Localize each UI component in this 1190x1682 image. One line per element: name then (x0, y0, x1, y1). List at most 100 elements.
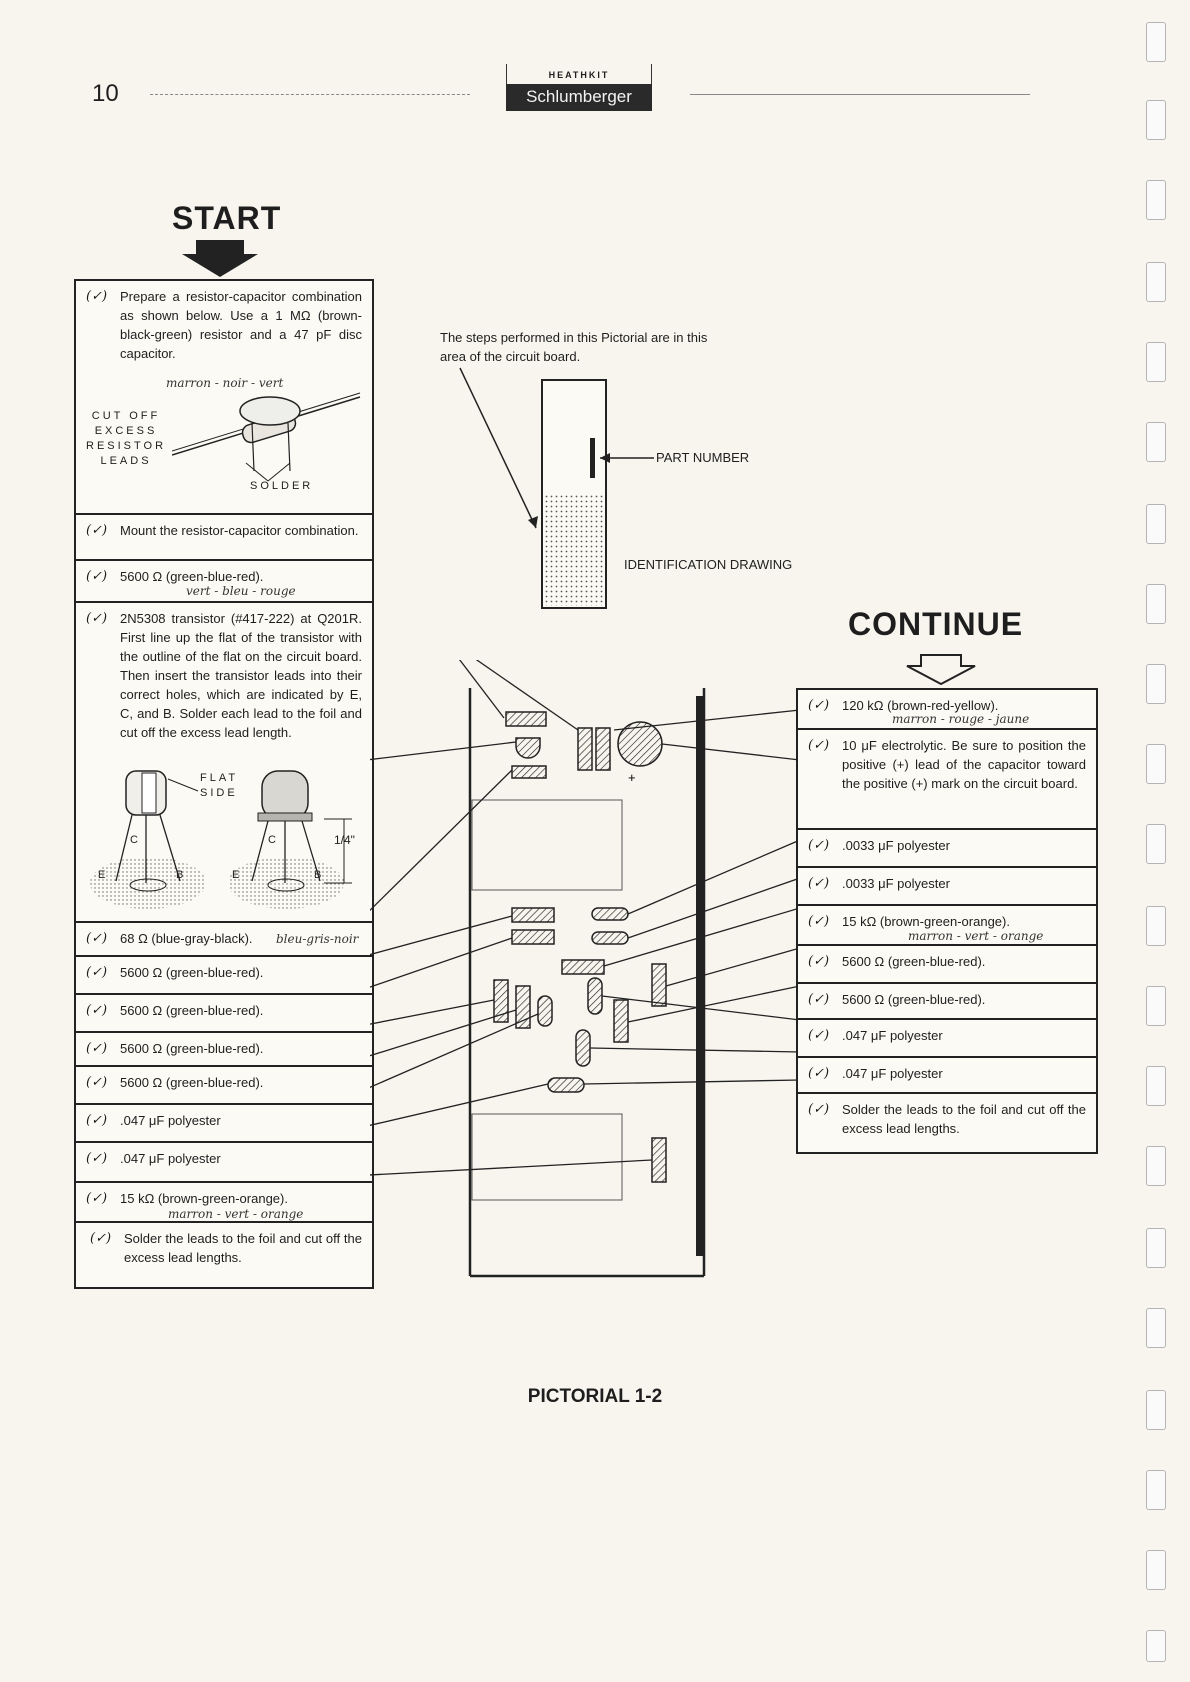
binder-hole (1146, 422, 1166, 462)
checkbox[interactable]: (✓) (86, 965, 108, 980)
solder-label: SOLDER (250, 480, 314, 492)
checkbox[interactable]: (✓) (86, 1075, 108, 1090)
step-text: 15 kΩ (brown-green-orange). (120, 1191, 288, 1206)
binder-hole (1146, 1066, 1166, 1106)
left-step-8: (✓) 5600 Ω (green-blue-red). (76, 1033, 372, 1067)
left-step-9: (✓) 5600 Ω (green-blue-red). (76, 1067, 372, 1105)
binder-hole (1146, 664, 1166, 704)
handwritten-note: vert - bleu - rouge (186, 584, 296, 598)
pin-label-c: C (130, 834, 138, 846)
checkbox[interactable]: (✓) (808, 876, 830, 891)
start-arrow-icon (182, 240, 258, 277)
step-text: .0033 μF polyester (842, 838, 950, 853)
step-text: Solder the leads to the foil and cut off… (842, 1102, 1086, 1136)
left-step-1: (✓) Prepare a resistor-capacitor combina… (76, 281, 372, 515)
right-step-10: (✓) Solder the leads to the foil and cut… (798, 1094, 1096, 1148)
right-step-7: (✓) 5600 Ω (green-blue-red). (798, 984, 1096, 1020)
step-text: .0033 μF polyester (842, 876, 950, 891)
checkbox[interactable]: (✓) (86, 289, 108, 304)
checkbox[interactable]: (✓) (808, 698, 830, 713)
flat-side-label: FLAT SIDE (200, 772, 239, 799)
checkbox[interactable]: (✓) (86, 523, 108, 538)
pin-label-c-2: C (268, 834, 276, 846)
step-text: 5600 Ω (green-blue-red). (120, 965, 264, 980)
resistor-capacitor-figure (172, 392, 361, 482)
binder-hole (1146, 262, 1166, 302)
identification-drawing (459, 367, 654, 609)
step-text: 5600 Ω (green-blue-red). (120, 1041, 264, 1056)
left-step-7: (✓) 5600 Ω (green-blue-red). (76, 995, 372, 1033)
binder-hole (1146, 1550, 1166, 1590)
step-text: 2N5308 transistor (#417-222) at Q201R. F… (120, 611, 362, 740)
binder-hole (1146, 342, 1166, 382)
binder-hole (1146, 1390, 1166, 1430)
right-step-8: (✓) .047 μF polyester (798, 1020, 1096, 1058)
left-steps-panel: (✓) Prepare a resistor-capacitor combina… (74, 279, 374, 1289)
header-rule-left (150, 94, 470, 95)
left-step-2: (✓) Mount the resistor-capacitor combina… (76, 515, 372, 561)
brand-large: Schlumberger (506, 84, 652, 111)
right-step-3: (✓) .0033 μF polyester (798, 830, 1096, 868)
checkbox[interactable]: (✓) (808, 1066, 830, 1081)
checkbox[interactable]: (✓) (90, 1231, 112, 1246)
left-step-10: (✓) .047 μF polyester (76, 1105, 372, 1143)
identification-label: IDENTIFICATION DRAWING (624, 557, 793, 572)
binder-hole (1146, 22, 1166, 62)
handwritten-note: marron - noir - vert (166, 376, 284, 390)
binder-hole (1146, 100, 1166, 140)
binder-hole (1146, 906, 1166, 946)
left-step-12: (✓) 15 kΩ (brown-green-orange). marron -… (76, 1183, 372, 1223)
binder-hole (1146, 504, 1166, 544)
binder-hole (1146, 1308, 1166, 1348)
checkbox[interactable]: (✓) (86, 611, 108, 626)
right-step-4: (✓) .0033 μF polyester (798, 868, 1096, 906)
step-text: .047 μF polyester (842, 1066, 943, 1081)
left-step-5: (✓) 68 Ω (blue-gray-black). bleu-gris-no… (76, 923, 372, 957)
checkbox[interactable]: (✓) (86, 1003, 108, 1018)
step-text: .047 μF polyester (842, 1028, 943, 1043)
binder-hole (1146, 1228, 1166, 1268)
handwritten-note: marron - vert - orange (168, 1207, 304, 1221)
checkbox[interactable]: (✓) (86, 1151, 108, 1166)
step-text: Prepare a resistor-capacitor combination… (120, 289, 362, 361)
right-step-2: (✓) 10 μF electrolytic. Be sure to posit… (798, 730, 1096, 830)
checkbox[interactable]: (✓) (808, 738, 830, 753)
checkbox[interactable]: (✓) (808, 1028, 830, 1043)
left-step-11: (✓) .047 μF polyester (76, 1143, 372, 1183)
header-rule-right (690, 94, 1030, 95)
step-text: .047 μF polyester (120, 1113, 221, 1128)
checkbox[interactable]: (✓) (808, 954, 830, 969)
step-text: 5600 Ω (green-blue-red). (842, 954, 986, 969)
checkbox[interactable]: (✓) (86, 1113, 108, 1128)
checkbox[interactable]: (✓) (86, 931, 108, 946)
right-steps-panel: (✓) 120 kΩ (brown-red-yellow). marron - … (796, 688, 1098, 1154)
handwritten-note: bleu-gris-noir (276, 932, 359, 946)
plus-sign: + (628, 770, 636, 785)
page-number: 10 (92, 80, 119, 107)
binder-hole (1146, 1146, 1166, 1186)
checkbox[interactable]: (✓) (808, 914, 830, 929)
step-text: Mount the resistor-capacitor combination… (120, 523, 359, 538)
step-text: .047 μF polyester (120, 1151, 221, 1166)
checkbox[interactable]: (✓) (808, 1102, 830, 1117)
step-text: 5600 Ω (green-blue-red). (120, 1003, 264, 1018)
binder-hole (1146, 744, 1166, 784)
right-step-5: (✓) 15 kΩ (brown-green-orange). marron -… (798, 906, 1096, 946)
handwritten-note: marron - rouge - jaune (892, 712, 1030, 726)
binder-hole (1146, 1630, 1166, 1662)
checkbox[interactable]: (✓) (86, 569, 108, 584)
brand-small: HEATHKIT (506, 64, 652, 84)
part-number-label: PART NUMBER (656, 450, 750, 465)
brand-logo: HEATHKIT Schlumberger (506, 64, 652, 111)
checkbox[interactable]: (✓) (86, 1191, 108, 1206)
start-title: START (172, 200, 282, 236)
checkbox[interactable]: (✓) (808, 992, 830, 1007)
left-step-3: (✓) 5600 Ω (green-blue-red). vert - bleu… (76, 561, 372, 603)
transistor-figure (90, 770, 352, 909)
step-text: Solder the leads to the foil and cut off… (124, 1231, 362, 1265)
step-text: 5600 Ω (green-blue-red). (120, 1075, 264, 1090)
step-text: 68 Ω (blue-gray-black). (120, 931, 253, 946)
checkbox[interactable]: (✓) (808, 838, 830, 853)
checkbox[interactable]: (✓) (86, 1041, 108, 1056)
step-text: 15 kΩ (brown-green-orange). (842, 914, 1010, 929)
